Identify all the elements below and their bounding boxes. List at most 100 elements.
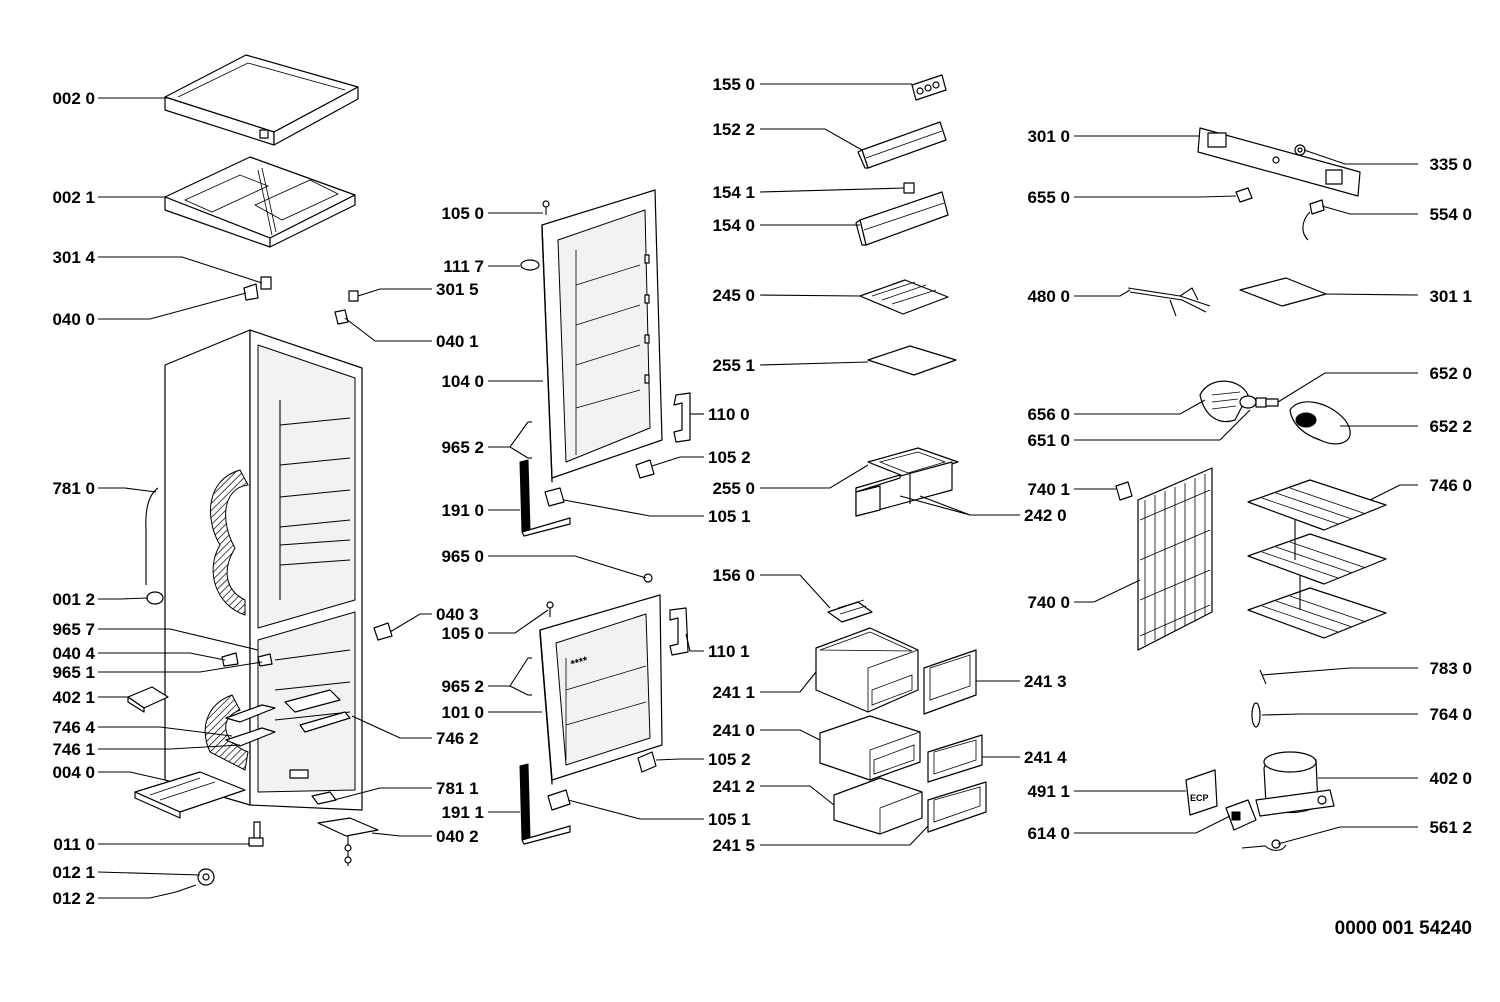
label-0020: 002 0 [52, 89, 95, 108]
label-2414: 241 4 [1024, 748, 1067, 767]
part-bracket-door-upper [635, 459, 655, 479]
label-6522: 652 2 [1429, 417, 1472, 436]
part-tube-783 [1259, 669, 1267, 685]
part-small-cover [260, 276, 272, 290]
part-lamp-bulb [1239, 395, 1279, 409]
part-top-frame [164, 156, 356, 248]
part-handle-lower [669, 607, 689, 656]
part-drip-tray [127, 686, 169, 713]
part-clip-740-1 [1115, 481, 1133, 501]
part-gasket-strip-lower [519, 763, 571, 845]
part-wire-shelves [1247, 479, 1387, 639]
part-egg-tray [911, 74, 947, 101]
part-freezer-door: **** [539, 594, 663, 785]
label-0400: 040 0 [52, 310, 95, 329]
label-4020: 402 0 [1429, 769, 1472, 788]
part-drain-tube [145, 487, 159, 585]
label-7811: 781 1 [436, 779, 479, 798]
label-6140: 614 0 [1027, 824, 1070, 843]
label-0122: 012 2 [52, 889, 95, 908]
label-2411: 241 1 [712, 683, 755, 702]
label-0121: 012 1 [52, 863, 95, 882]
label-3010: 301 0 [1027, 127, 1070, 146]
label-1052-upper: 105 2 [708, 448, 751, 467]
part-lamp-cable [1302, 199, 1325, 241]
part-relay [1225, 799, 1257, 831]
part-pins-upper [528, 421, 532, 459]
part-shelf-255-1 [867, 345, 957, 376]
part-bin-clip [903, 182, 915, 194]
label-0110: 011 0 [53, 835, 95, 854]
part-drawer-front-241-3 [923, 649, 977, 715]
label-3014: 301 4 [52, 248, 95, 267]
part-lamp-cover [1199, 380, 1249, 423]
label-0401: 040 1 [436, 332, 479, 351]
part-ice-tray [827, 599, 873, 623]
part-cabinet-body [164, 329, 363, 811]
part-knob [1294, 144, 1306, 156]
label-7810: 781 0 [52, 479, 95, 498]
label-7460: 746 0 [1429, 476, 1472, 495]
part-control-panel [1197, 127, 1361, 197]
freezer-stars-text: **** [570, 654, 590, 670]
label-4800: 480 0 [1027, 287, 1070, 306]
part-adjustable-foot [248, 821, 264, 847]
part-bracket-right [334, 309, 349, 325]
leader-lines [97, 83, 1419, 899]
part-handle-upper [673, 392, 691, 443]
part-shelf-strips [225, 689, 351, 747]
label-7464: 746 4 [52, 718, 95, 737]
part-shelf-245 [859, 279, 949, 315]
label-1522: 152 2 [712, 120, 755, 139]
label-2551: 255 1 [712, 356, 755, 375]
label-0404: 040 4 [52, 644, 95, 663]
part-freezer-drawer-241-0 [819, 715, 921, 781]
label-0040: 004 0 [52, 763, 95, 782]
label-1540: 154 0 [712, 216, 755, 235]
part-hinge-middle-left [221, 652, 273, 667]
part-cap-965-0 [643, 573, 653, 583]
part-hinge-bottom [317, 817, 379, 866]
part-crisper-boxes [855, 461, 953, 517]
document-number: 0000 001 54240 [1335, 918, 1472, 939]
label-6510: 651 0 [1027, 431, 1070, 450]
label-1541: 154 1 [712, 183, 755, 202]
label-6550: 655 0 [1027, 188, 1070, 207]
part-plug [146, 591, 164, 605]
label-2550: 255 0 [712, 479, 755, 498]
part-top-cover [164, 54, 359, 146]
label-0012: 001 2 [52, 590, 95, 609]
label-0402: 040 2 [436, 827, 479, 846]
part-condenser [1137, 467, 1213, 651]
label-9652-lower: 965 2 [441, 677, 484, 696]
part-lamp-holder [1289, 401, 1351, 445]
label-7830: 783 0 [1429, 659, 1472, 678]
label-1117: 111 7 [443, 257, 484, 276]
relay-mark-text: ECP [1190, 793, 1209, 803]
label-6560: 656 0 [1027, 405, 1070, 424]
part-roller [197, 868, 215, 886]
label-1051-upper: 105 1 [708, 507, 751, 526]
part-gasket-strip-upper [519, 459, 571, 537]
part-cap-111 [520, 259, 540, 271]
label-1101: 110 1 [708, 642, 750, 661]
label-1040: 104 0 [441, 372, 484, 391]
label-1550: 155 0 [712, 75, 755, 94]
part-freezer-drawer-241-2 [833, 777, 923, 835]
label-7401: 740 1 [1027, 480, 1070, 499]
part-cable-561 [1241, 839, 1287, 851]
label-7640: 764 0 [1429, 705, 1472, 724]
label-1910: 191 0 [441, 501, 484, 520]
part-pins-lower [528, 657, 532, 696]
label-0403: 040 3 [436, 605, 479, 624]
label-3350: 335 0 [1429, 155, 1472, 174]
part-bracket-door-lower [637, 751, 657, 773]
part-cover-plate [1239, 277, 1327, 307]
label-1050-upper: 105 0 [441, 204, 484, 223]
part-labels: 002 0 002 1 301 4 040 0 781 0 001 2 965 … [52, 75, 1472, 908]
label-4911: 491 1 [1027, 782, 1070, 801]
part-hinge-door-upper [544, 487, 565, 507]
label-7400: 740 0 [1027, 593, 1070, 612]
part-axle [175, 884, 197, 893]
